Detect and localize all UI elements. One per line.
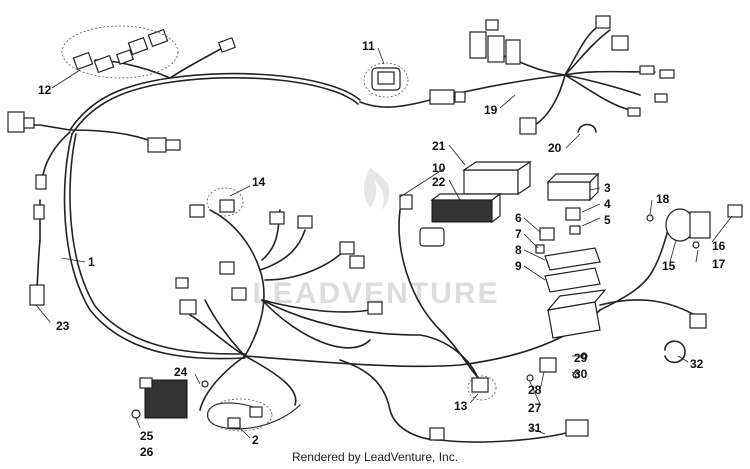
callout-22: 22 bbox=[432, 175, 446, 189]
callout-10: 10 bbox=[432, 161, 446, 175]
callout-29: 29 bbox=[574, 351, 588, 365]
callout-13: 13 bbox=[454, 399, 468, 413]
callout-27: 27 bbox=[528, 401, 542, 415]
callout-20: 20 bbox=[548, 141, 562, 155]
callout-labels: 1 2 3 4 5 6 7 8 9 10 11 12 13 14 15 16 1… bbox=[38, 39, 726, 459]
connectors bbox=[7, 15, 743, 441]
callout-16: 16 bbox=[712, 239, 726, 253]
footer-credit: Rendered by LeadVenture, Inc. bbox=[291, 450, 459, 464]
main-harness-wires bbox=[24, 24, 701, 443]
callout-12: 12 bbox=[38, 83, 52, 97]
callout-11: 11 bbox=[362, 39, 375, 53]
callout-23: 23 bbox=[56, 319, 70, 333]
callout-5: 5 bbox=[604, 213, 611, 227]
callout-1: 1 bbox=[88, 255, 95, 269]
callout-26: 26 bbox=[140, 445, 154, 459]
callout-25: 25 bbox=[140, 429, 154, 443]
callout-4: 4 bbox=[604, 197, 611, 211]
callout-21: 21 bbox=[432, 139, 446, 153]
callout-24: 24 bbox=[174, 365, 188, 379]
callout-8: 8 bbox=[515, 243, 522, 257]
callout-32: 32 bbox=[690, 357, 704, 371]
callout-30: 30 bbox=[574, 367, 588, 381]
watermark: LEADVENTURE bbox=[252, 168, 498, 310]
callout-6: 6 bbox=[515, 211, 522, 225]
callout-7: 7 bbox=[515, 227, 522, 241]
callout-28: 28 bbox=[528, 383, 542, 397]
callout-14: 14 bbox=[252, 175, 266, 189]
callout-17: 17 bbox=[712, 257, 726, 271]
callout-31: 31 bbox=[528, 421, 542, 435]
leader-lines bbox=[35, 47, 733, 439]
callout-9: 9 bbox=[515, 259, 522, 273]
callout-3: 3 bbox=[604, 181, 611, 195]
callout-18: 18 bbox=[656, 192, 670, 206]
callout-19: 19 bbox=[484, 103, 498, 117]
callout-2: 2 bbox=[252, 433, 259, 447]
callout-15: 15 bbox=[662, 259, 676, 273]
